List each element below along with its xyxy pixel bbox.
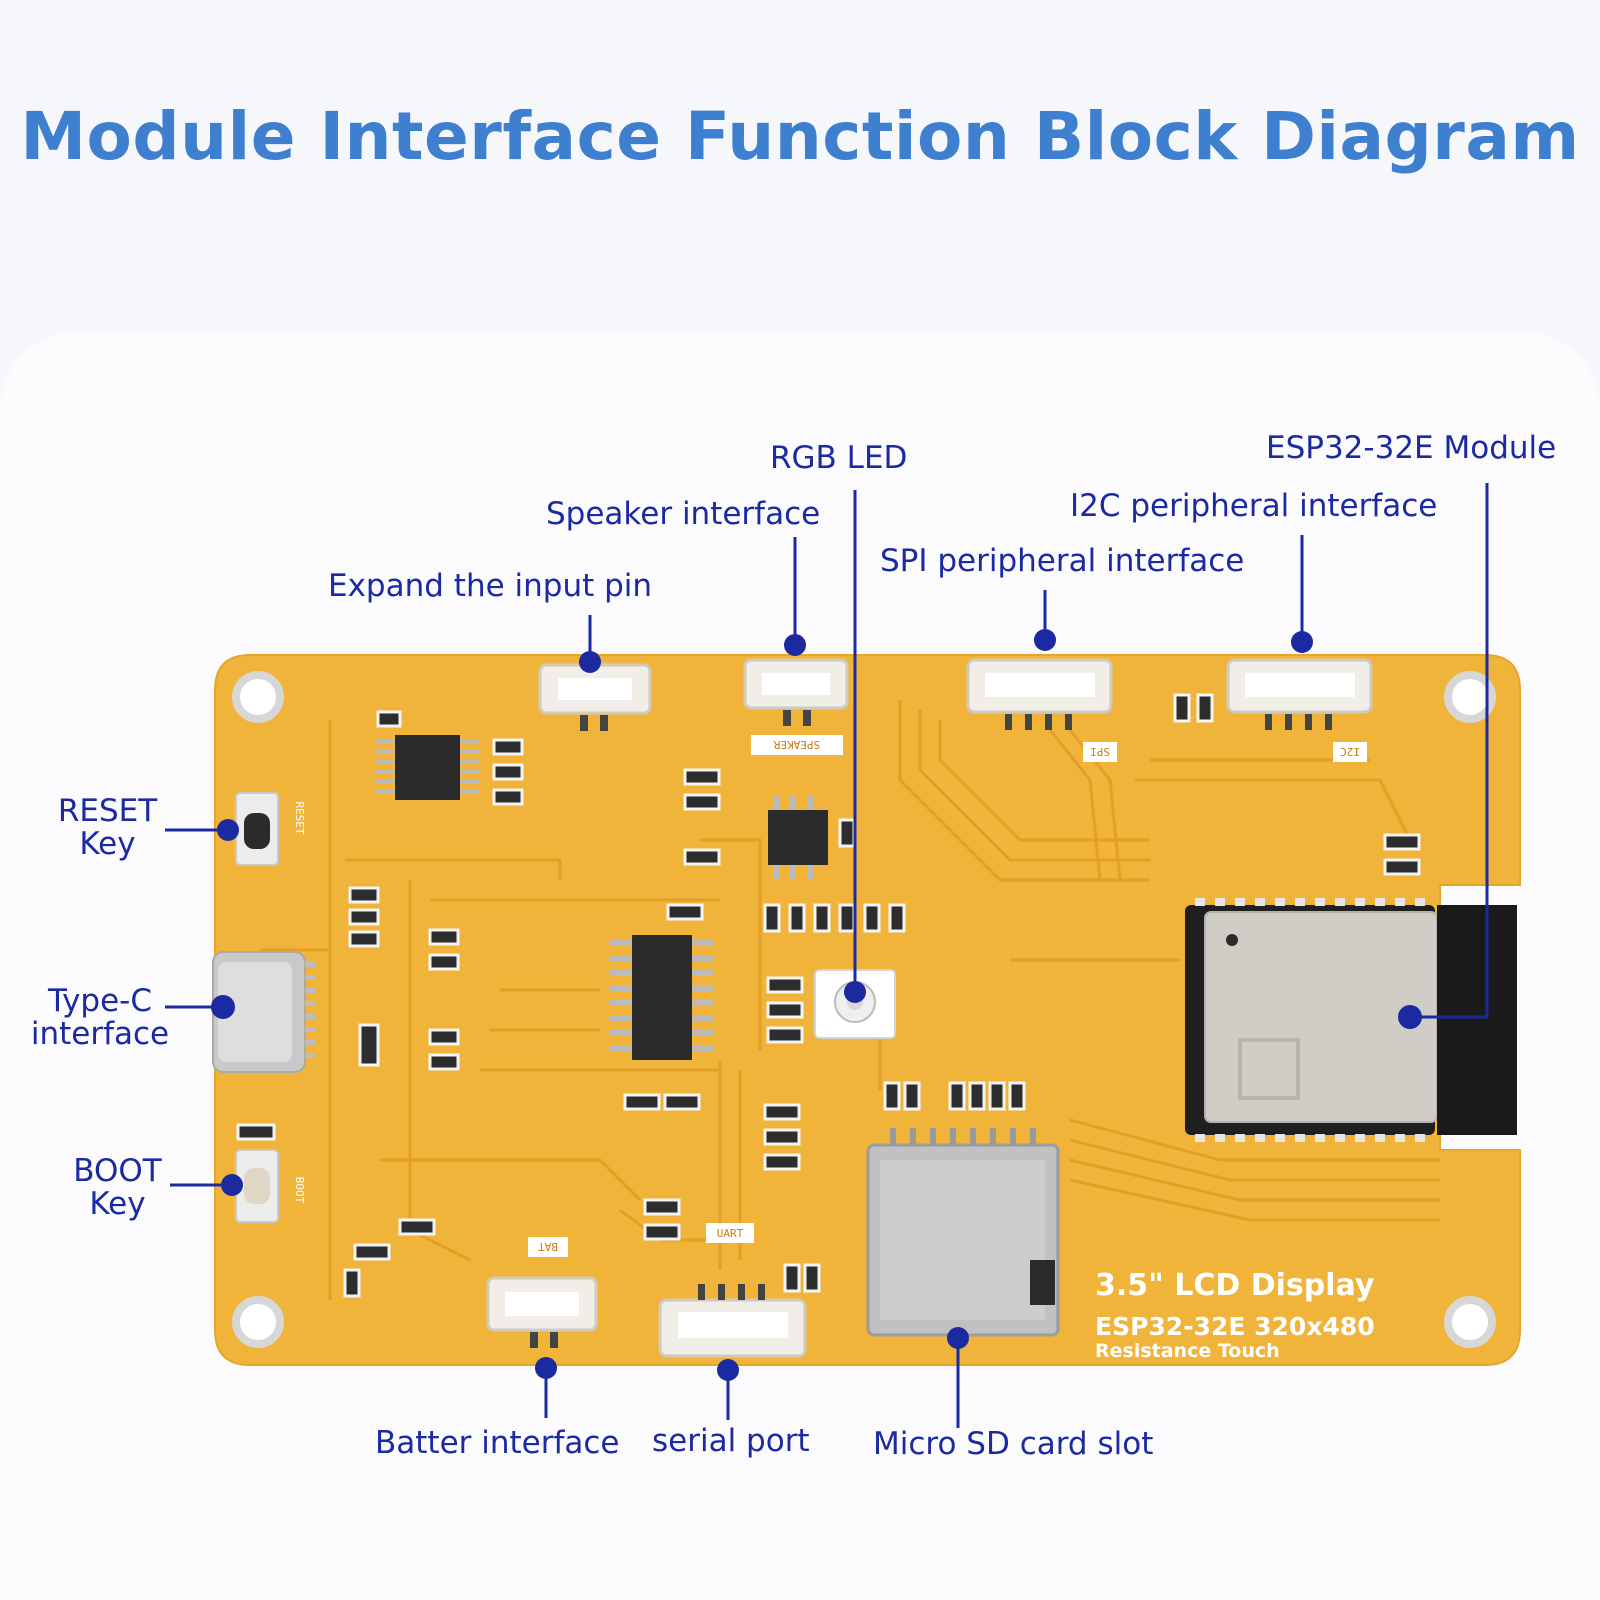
silk-speaker: SPEAKER [773,738,820,751]
silk-bat: BAT [538,1240,558,1253]
label-i2c-interface: I2C peripheral interface [1070,488,1438,524]
esp32-module-component [1185,898,1517,1142]
connector-i2c [1226,658,1373,730]
label-boot-line1: BOOT [73,1153,162,1189]
silk-reset: RESET [293,801,306,834]
label-expand-input-pin: Expand the input pin [328,568,653,604]
silk-i2c: I2C [1340,745,1360,758]
page-title: Module Interface Function Block Diagram [20,98,1580,175]
connector-expand-pin [538,663,652,731]
leader-dots [211,629,1422,1381]
label-spi-interface: SPI peripheral interface [880,543,1245,579]
passive-components [343,693,1421,1298]
micro-sd-slot-component [866,1128,1060,1337]
label-serial-port: serial port [652,1423,810,1459]
silk-boot: BOOT [293,1177,306,1204]
boot-button-component [235,1123,279,1223]
battery-connector [486,1276,598,1348]
connector-speaker [743,658,849,726]
label-typec-line2: interface [30,1015,170,1052]
display-model-print: ESP32-32E 320x480 [1095,1312,1375,1341]
label-speaker-interface: Speaker interface [546,496,821,532]
label-typec: Type-C interface [25,985,175,1050]
connector-spi [966,658,1113,730]
silk-spi: SPI [1090,745,1110,758]
label-battery-interface: Batter interface [375,1425,620,1461]
ic-chips [375,735,828,1060]
label-reset-line1: RESET [57,793,158,829]
label-rgb-led: RGB LED [770,440,908,476]
display-title-print: 3.5" LCD Display [1095,1268,1375,1303]
mounting-holes [232,671,1496,1348]
label-reset-key: RESET Key [40,795,175,860]
label-esp32-module: ESP32-32E Module [1266,430,1557,466]
silkscreen-labels: SPI I2C SPEAKER RESET BOOT UART BAT [293,735,1367,1257]
reset-button-component [235,792,279,866]
label-boot-key: BOOT Key [55,1155,180,1220]
leader-esp32 [1410,483,1489,1019]
silk-uart: UART [717,1227,744,1240]
label-reset-line2: Key [79,825,136,862]
label-boot-line2: Key [89,1185,146,1222]
label-typec-line1: Type-C [47,983,153,1019]
typec-port-component [212,951,315,1073]
uart-connector [658,1284,807,1358]
display-touch-print: Resistance Touch [1095,1340,1280,1362]
board-print-text: 3.5" LCD Display ESP32-32E 320x480 Resis… [1095,1268,1375,1362]
label-micro-sd-slot: Micro SD card slot [873,1426,1154,1462]
